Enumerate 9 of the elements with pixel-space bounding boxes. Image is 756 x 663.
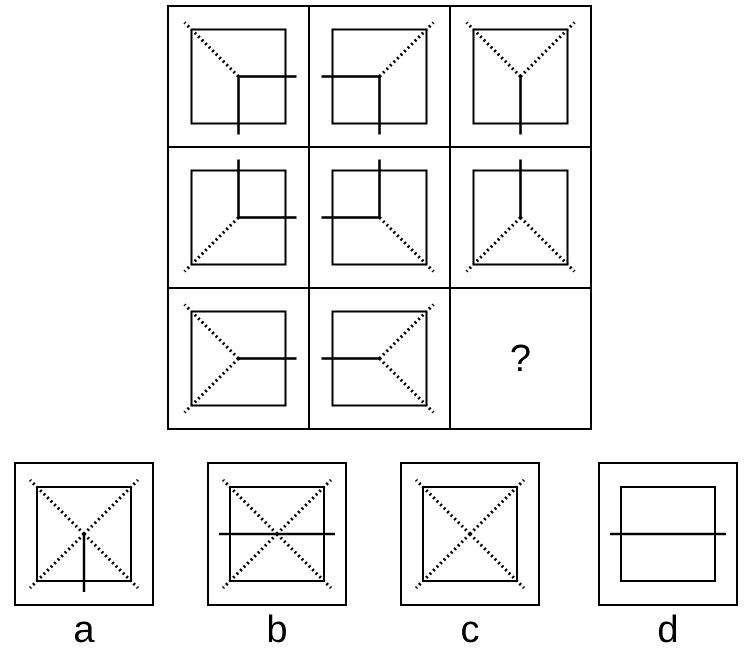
- question-mark: ?: [510, 338, 532, 378]
- option-letter: b: [266, 610, 288, 650]
- puzzle-cell: [449, 5, 592, 148]
- option-letter: a: [73, 610, 95, 650]
- puzzle-cell: [167, 287, 310, 430]
- option-letter: c: [460, 610, 480, 650]
- option-letter: d: [657, 610, 679, 650]
- puzzle-cell: [167, 5, 310, 148]
- puzzle-cell: [449, 287, 592, 430]
